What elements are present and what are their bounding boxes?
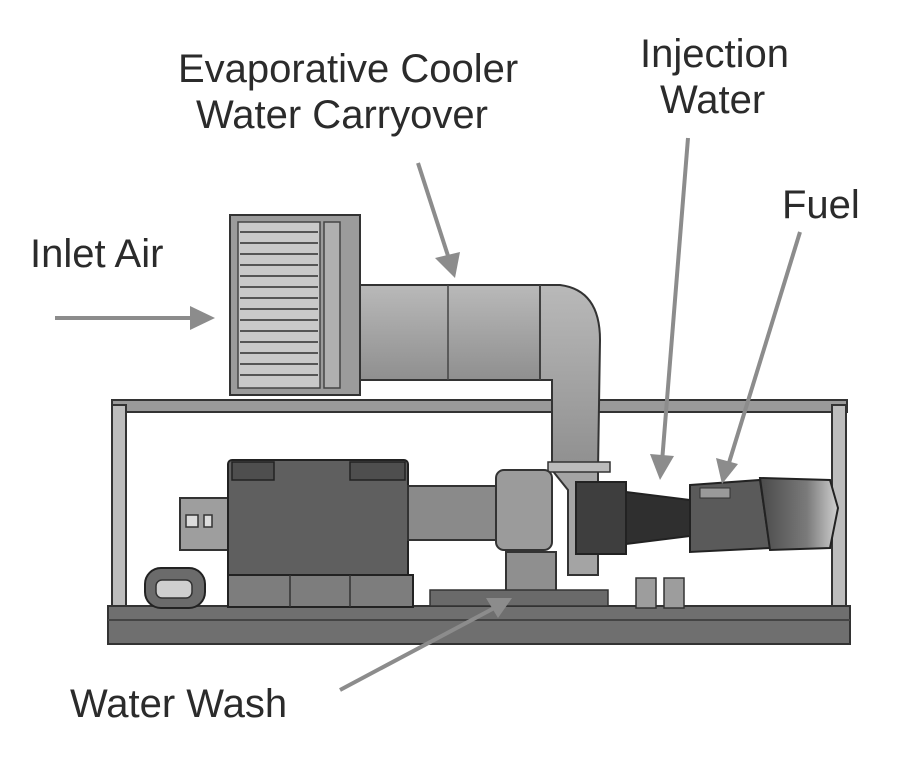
gas-turbine xyxy=(575,476,840,609)
arrows xyxy=(55,137,802,692)
inlet-air-label: Inlet Air xyxy=(30,232,164,276)
injection-water-arrow xyxy=(660,137,690,463)
base-skid xyxy=(107,399,851,645)
inlet-filter-house xyxy=(229,214,361,396)
fuel-arrow xyxy=(726,231,802,467)
water-wash-arrow xyxy=(339,604,499,692)
lube-oil-cooler xyxy=(144,567,206,609)
injection-water-label-line1: Injection xyxy=(640,32,789,76)
injection-water-label-line2: Water xyxy=(660,78,766,122)
fuel-label: Fuel xyxy=(782,183,860,227)
water-wash-label: Water Wash xyxy=(70,682,288,726)
evaporative-cooler-label-line1: Evaporative Cooler xyxy=(178,47,519,91)
evaporative-cooler-arrow xyxy=(416,162,452,263)
generator xyxy=(179,459,501,608)
gearbox xyxy=(429,469,609,607)
evaporative-cooler-label-line2: Water Carryover xyxy=(196,93,488,137)
